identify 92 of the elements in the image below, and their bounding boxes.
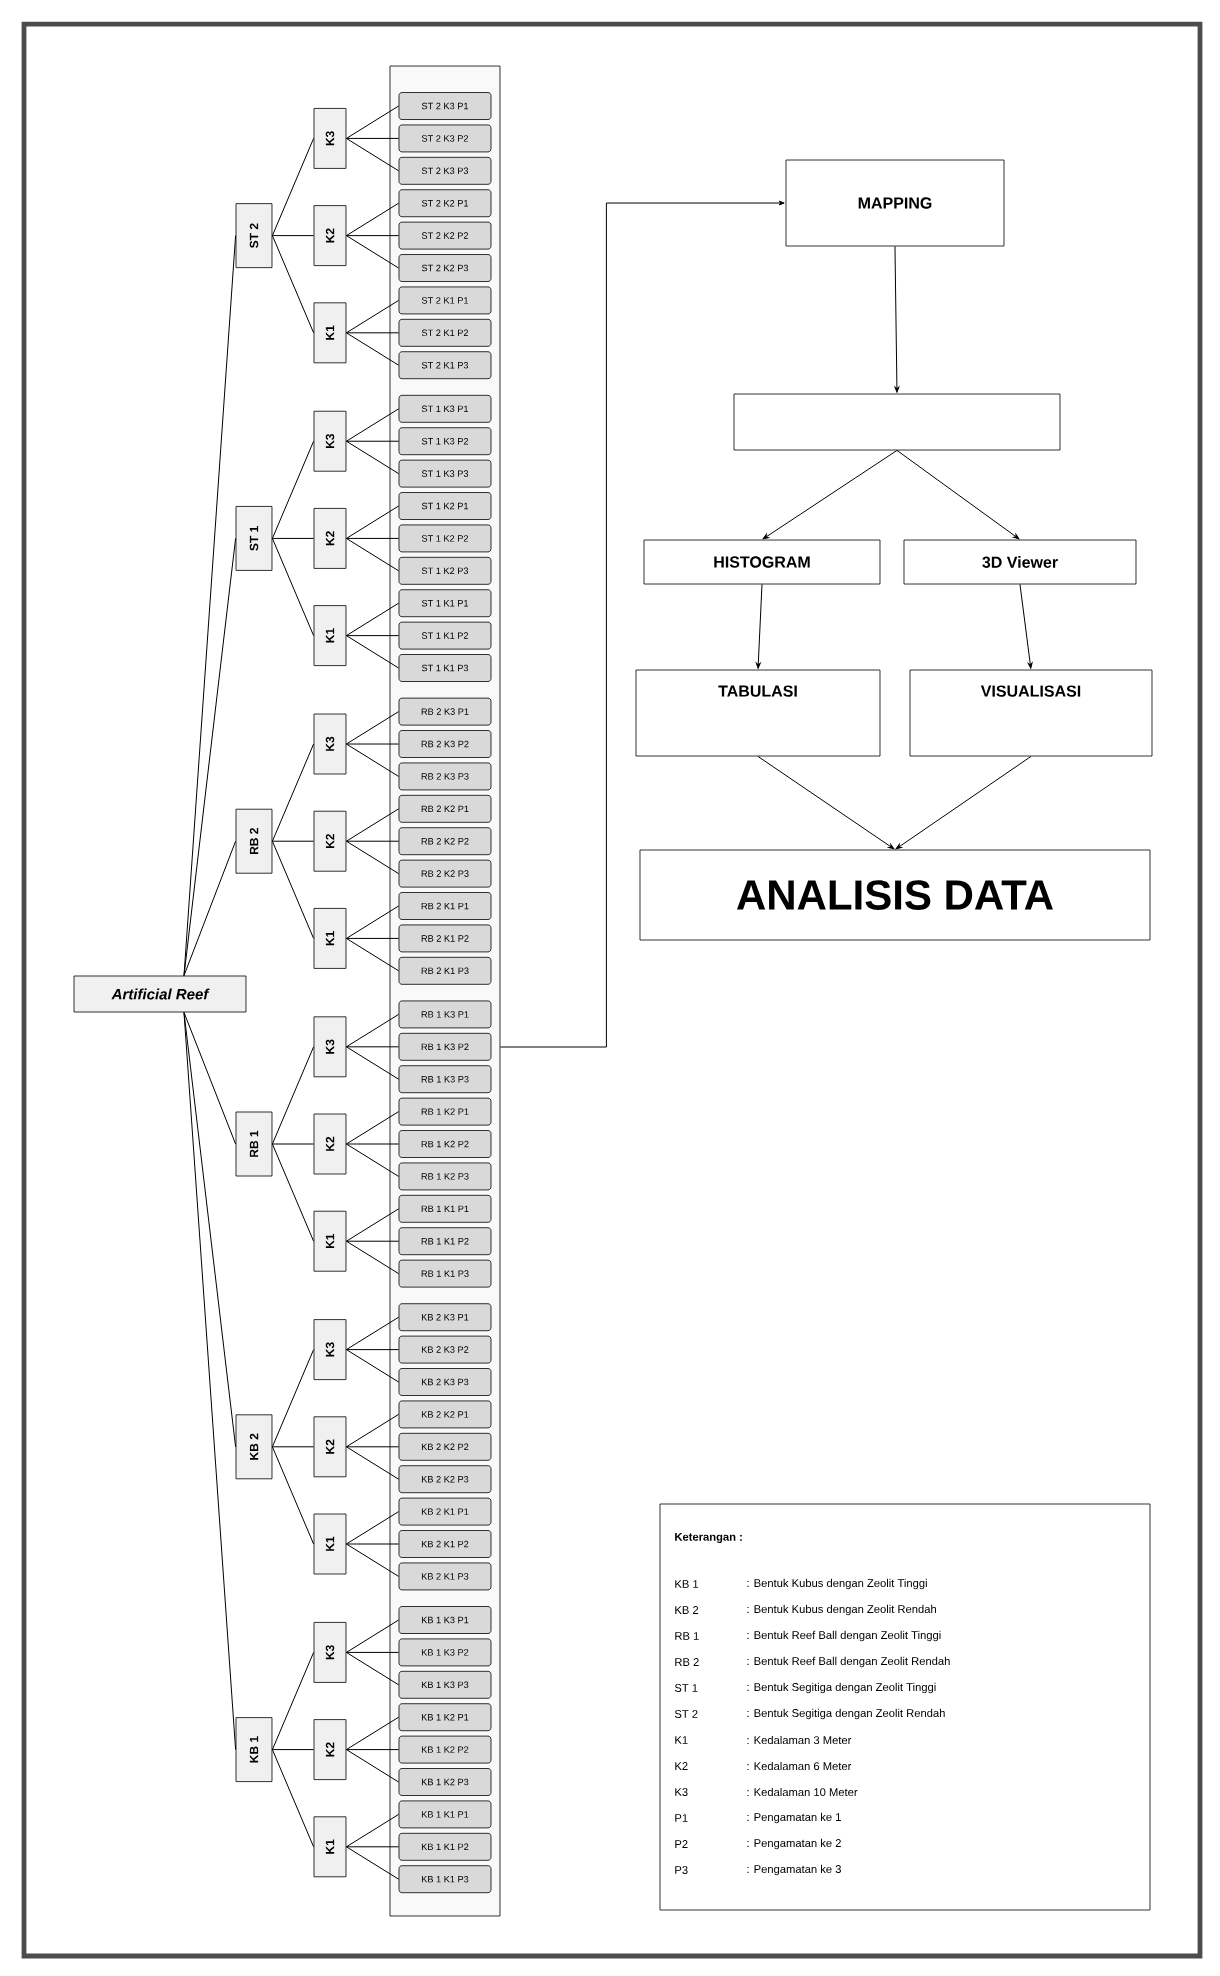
connector-line: [345, 105, 400, 139]
connector-line: [271, 137, 315, 237]
connector-line: [345, 1349, 400, 1383]
connector-line: [345, 937, 400, 972]
connector-line: [345, 1543, 400, 1577]
connector-line: [345, 332, 400, 366]
connector-line: [345, 408, 400, 442]
connector-line: [345, 1240, 400, 1275]
result-box: ANALISIS DATA: [639, 849, 1151, 941]
connector-line: [345, 1316, 400, 1351]
connector-line: [345, 1511, 400, 1545]
connector-line: [271, 1651, 315, 1751]
arrow: [755, 583, 763, 669]
connector-line: [183, 1011, 237, 1145]
connector-line: [345, 1619, 400, 1653]
connector-line: [345, 1046, 400, 1048]
connector-line: [271, 840, 315, 842]
connector-line: [345, 1651, 400, 1686]
arrow: [894, 245, 900, 393]
connector-line: [345, 602, 400, 637]
connector-line: [345, 1446, 400, 1448]
connector-line: [271, 1749, 315, 1848]
connector-line: [271, 1349, 315, 1448]
connector-line: [345, 1143, 400, 1177]
connector-line: [271, 840, 315, 939]
connector-line: [271, 537, 315, 539]
process-box: VISUALISASI: [909, 669, 1153, 757]
connector-line: [345, 1349, 400, 1351]
process-box: TABULASI: [635, 669, 881, 757]
connector-line: [345, 537, 400, 539]
connector-line: [183, 1011, 237, 1751]
arrow: [499, 200, 785, 1048]
connector-line: [345, 137, 400, 139]
connector-line: [345, 711, 400, 745]
connector-line: [345, 743, 400, 745]
arrow: [896, 449, 1020, 540]
process-box: HISTOGRAM: [643, 539, 881, 585]
connector-line: [271, 440, 315, 539]
empty-box: [733, 393, 1061, 451]
connector-line: [345, 332, 400, 334]
connector-line: [345, 1813, 400, 1848]
connector-line: [345, 1046, 400, 1080]
connector-line: [345, 1240, 400, 1242]
connector-line: [345, 202, 400, 237]
process-box: MAPPING: [785, 159, 1005, 247]
arrow: [1019, 583, 1033, 669]
connector-line: [345, 1749, 400, 1783]
connector-line: [345, 937, 400, 939]
connector-line: [345, 743, 400, 777]
connector-line: [345, 635, 400, 669]
connector-line: [345, 635, 400, 637]
connector-line: [345, 840, 400, 842]
connector-line: [345, 1413, 400, 1448]
connector-line: [271, 1143, 315, 1145]
connector-line: [345, 1208, 400, 1242]
arrow: [757, 755, 895, 850]
connector-line: [271, 537, 315, 637]
connector-line: [345, 1651, 400, 1653]
connector-line: [345, 1446, 400, 1480]
connector-line: [345, 137, 400, 172]
connector-line: [345, 1846, 400, 1848]
connector-line: [345, 808, 400, 842]
connector-line: [345, 1013, 400, 1048]
connector-line: [271, 743, 315, 842]
connector-line: [183, 235, 237, 977]
connector-line: [345, 1143, 400, 1145]
connector-line: [345, 235, 400, 269]
connector-line: [271, 235, 315, 334]
connector-line: [345, 1716, 400, 1751]
process-box: 3D Viewer: [903, 539, 1137, 585]
connector-line: [345, 1846, 400, 1880]
connector-line: [345, 440, 400, 442]
connector-line: [271, 1446, 315, 1448]
connector-line: [271, 1046, 315, 1145]
connector-line: [345, 1749, 400, 1751]
connector-line: [345, 537, 400, 572]
connector-line: [271, 1143, 315, 1242]
connector-line: [345, 905, 400, 939]
connector-line: [271, 1749, 315, 1751]
arrow: [762, 449, 898, 540]
connector-line: [271, 235, 315, 237]
connector-line: [345, 1543, 400, 1545]
connector-line: [345, 299, 400, 334]
connector-line: [345, 235, 400, 237]
connector-line: [345, 440, 400, 475]
connector-line: [345, 505, 400, 539]
arrow: [895, 755, 1032, 850]
connector-line: [271, 1446, 315, 1545]
connector-line: [183, 840, 237, 977]
connector-line: [183, 537, 237, 977]
connector-line: [345, 1111, 400, 1145]
connector-line: [345, 840, 400, 875]
